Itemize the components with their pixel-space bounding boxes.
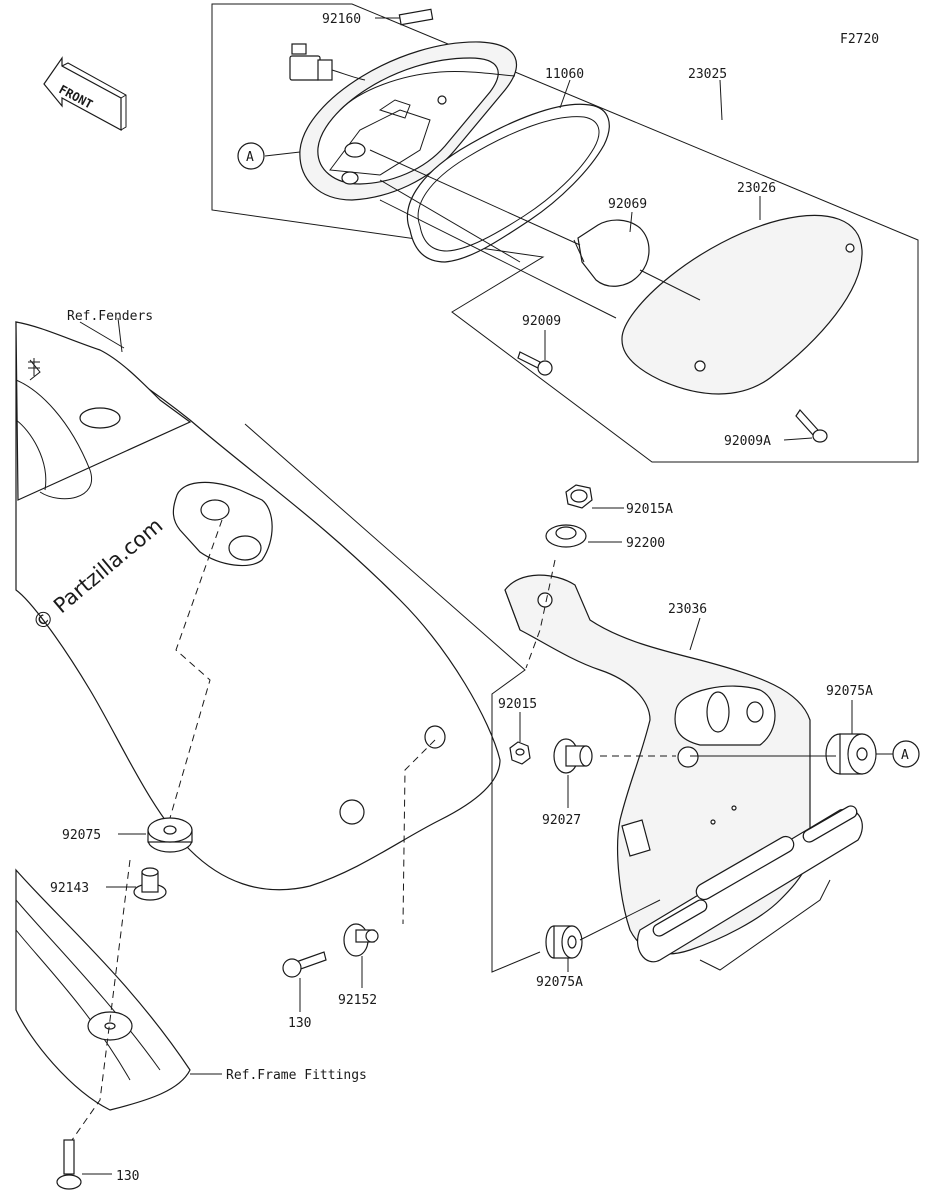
collar-92143 xyxy=(133,867,167,901)
part-label-92027: 92027 xyxy=(542,813,581,828)
nut-92015A xyxy=(565,484,593,509)
part-label-92015: 92015 xyxy=(498,697,537,712)
ref-frame-fittings-label: Ref.Frame Fittings xyxy=(226,1068,367,1083)
part-label-92075A-bottom: 92075A xyxy=(536,975,583,990)
collar-92027 xyxy=(553,738,593,774)
part-label-92069: 92069 xyxy=(608,197,647,212)
part-label-92075: 92075 xyxy=(62,828,101,843)
front-arrow-icon: FRONT xyxy=(43,56,127,132)
license-bracket xyxy=(504,574,811,955)
part-label-92075A-right: 92075A xyxy=(826,684,873,699)
rear-fender xyxy=(15,321,501,891)
part-label-23036: 23036 xyxy=(668,602,707,617)
dashed-line-right xyxy=(525,559,556,669)
collar-92152 xyxy=(343,923,379,957)
part-label-23026: 23026 xyxy=(737,181,776,196)
part-label-92009: 92009 xyxy=(522,314,561,329)
part-label-92143: 92143 xyxy=(50,881,89,896)
lens xyxy=(621,214,863,395)
ref-fenders-label: Ref.Fenders xyxy=(67,309,153,324)
nut-92015 xyxy=(509,741,531,765)
frame-fitting xyxy=(15,868,191,1111)
bolt-130-mid xyxy=(282,951,327,978)
part-label-130-bottom: 130 xyxy=(116,1169,139,1184)
callout-a-top: A xyxy=(237,142,265,170)
part-label-92200: 92200 xyxy=(626,536,665,551)
part-label-92015A: 92015A xyxy=(626,502,673,517)
part-label-92152: 92152 xyxy=(338,993,377,1008)
grommet-92075A-bottom xyxy=(545,925,583,959)
grommet-92075A-right xyxy=(825,733,877,775)
dashed-line-fender xyxy=(169,519,223,819)
svg-text:A: A xyxy=(246,150,254,165)
fender-ref-frame xyxy=(244,423,541,973)
gasket xyxy=(406,103,610,263)
svg-text:A: A xyxy=(901,748,909,763)
bolt-130-bottom xyxy=(56,1139,82,1190)
part-label-11060: 11060 xyxy=(545,67,584,82)
lamp-housing xyxy=(299,41,517,201)
grommet-92075 xyxy=(147,817,193,853)
washer-92200 xyxy=(545,524,587,548)
part-label-23025: 23025 xyxy=(688,67,727,82)
license-plate-mount xyxy=(637,805,863,971)
clip-92160 xyxy=(398,8,434,26)
diagram-code: F2720 xyxy=(840,32,879,47)
wire-connector xyxy=(289,43,366,81)
assembly-outline xyxy=(211,3,919,463)
screw-92009A xyxy=(795,409,828,443)
dashed-line-lower xyxy=(402,739,436,925)
part-label-92160: 92160 xyxy=(322,12,361,27)
part-label-92009A: 92009A xyxy=(724,434,771,449)
part-label-130-mid: 130 xyxy=(288,1016,311,1031)
dashed-line-frame xyxy=(71,859,131,1141)
fender-bolt xyxy=(28,358,40,376)
bulb xyxy=(573,219,650,287)
callout-a-right: A xyxy=(892,740,920,768)
screw-92009 xyxy=(517,351,553,376)
